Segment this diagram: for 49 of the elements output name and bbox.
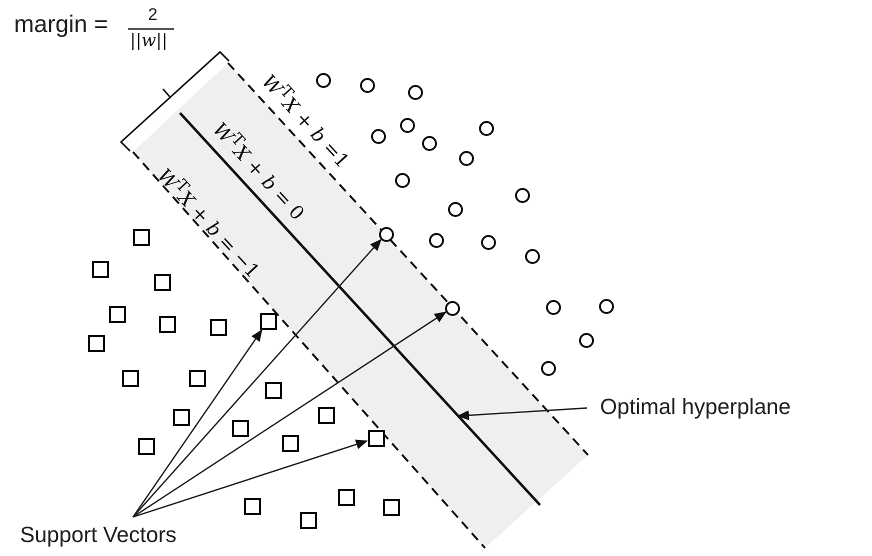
data-point-square (338, 488, 354, 506)
arrow (132, 312, 447, 518)
data-point-square (132, 228, 150, 246)
data-point-circle (394, 172, 410, 188)
data-point-circle (408, 84, 422, 100)
data-point-circle (598, 298, 614, 314)
data-point-square (282, 434, 298, 452)
data-point-circle (316, 72, 330, 88)
data-point-circle (578, 332, 594, 348)
data-point-square (138, 438, 154, 454)
data-point-circle (478, 120, 494, 136)
data-point-square (264, 382, 282, 398)
data-point-square (318, 406, 334, 424)
data-point-square (210, 318, 226, 336)
data-point-square (88, 334, 104, 352)
data-point-circle (400, 118, 414, 132)
data-point-square (232, 420, 248, 436)
margin-label: margin = (14, 13, 108, 37)
fraction-numerator: 2 (148, 6, 158, 23)
data-point-square (300, 512, 316, 528)
data-point-square (158, 316, 176, 332)
arrow (132, 440, 368, 518)
data-point-circle (422, 136, 436, 150)
data-point-circle (370, 128, 386, 144)
data-point-square (368, 430, 384, 446)
data-point-circle (546, 300, 560, 314)
data-point-circle (448, 202, 462, 216)
arrow (132, 329, 262, 518)
data-point-square (92, 260, 108, 278)
callout-label: Support Vectors (20, 524, 177, 546)
fraction-denominator: ||w|| (130, 33, 168, 50)
arrow (457, 407, 588, 420)
data-point-circle (524, 248, 540, 264)
data-point-circle (360, 78, 374, 92)
data-point-square (172, 408, 190, 426)
data-point-square (260, 312, 276, 330)
callout-label: Optimal hyperplane (600, 396, 791, 418)
data-point-square (122, 370, 138, 386)
data-point-circle (458, 150, 474, 166)
data-point-square (244, 498, 260, 514)
data-point-square (188, 370, 206, 386)
data-point-circle (540, 360, 556, 376)
data-point-circle (514, 188, 530, 202)
data-point-square (108, 306, 126, 322)
data-point-circle (428, 232, 444, 248)
data-point-square (154, 274, 170, 290)
arrow (132, 238, 382, 518)
data-point-circle (480, 234, 496, 250)
data-point-square (382, 498, 400, 516)
